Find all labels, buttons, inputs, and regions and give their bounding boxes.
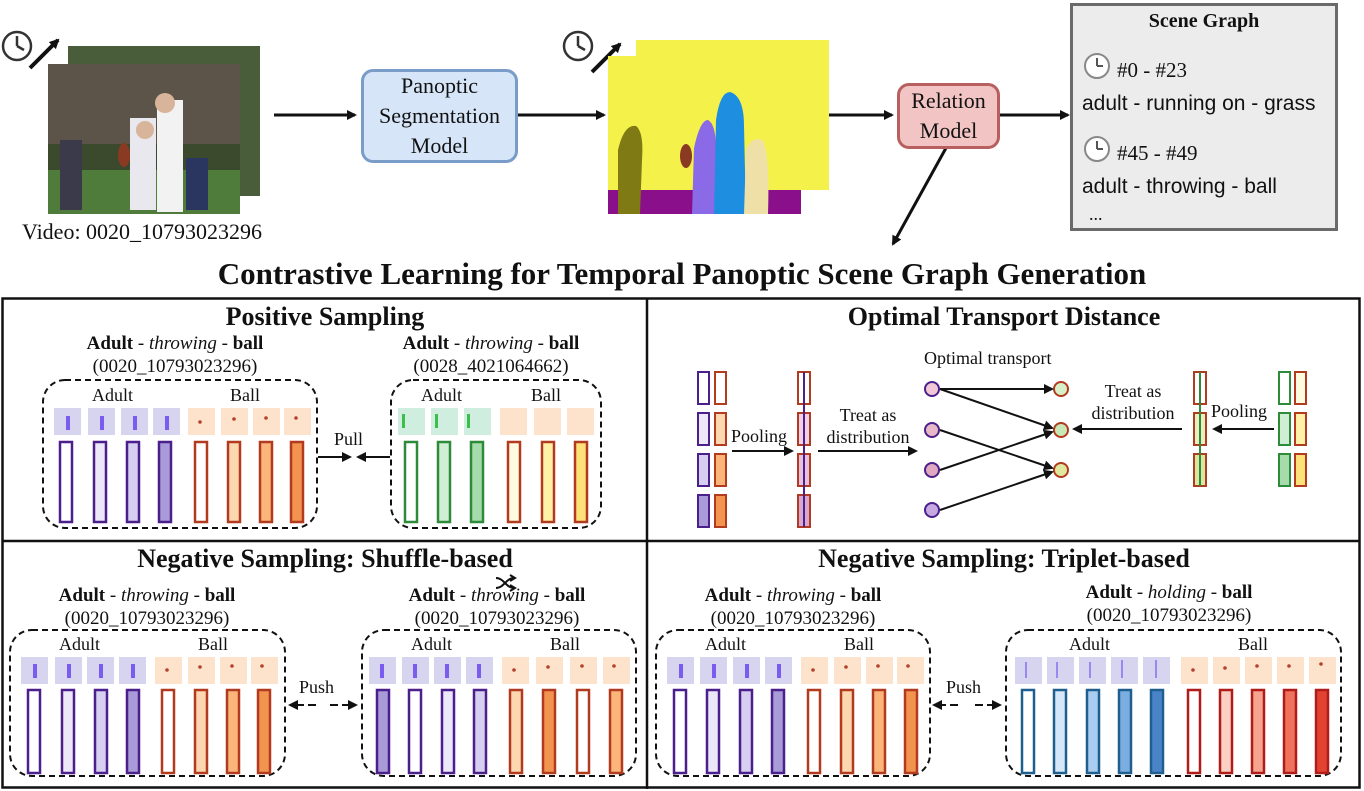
triplet-right-subject-label: Adult: [1069, 634, 1111, 654]
clock-icon: [1084, 53, 1110, 79]
shuffle-icon: [495, 574, 517, 592]
ot-treat-right-line-1: Treat as: [1104, 381, 1162, 401]
triplet-predicate: throwing: [470, 585, 539, 606]
scene-graph-title: Scene Graph: [1148, 10, 1260, 32]
triplet-object: ball: [1221, 582, 1253, 603]
pipeline-diagram: [1, 30, 1070, 246]
ot-pooling-right: Pooling: [1211, 401, 1268, 421]
scene-graph-triplet-1: adult - running on - grass: [1082, 92, 1316, 115]
positive-left-video-id: (0020_10793023296): [92, 356, 258, 377]
positive-right-object-label: Ball: [531, 385, 561, 405]
positive-right-triplet: Adult - throwing - ball: [402, 333, 580, 354]
triplet-predicate: throwing: [148, 333, 217, 354]
thumbnail-row: [54, 408, 311, 435]
triplet-subject: Adult: [1085, 582, 1133, 603]
shuffle-left-subject-label: Adult: [59, 634, 101, 654]
shuffle-right-object-label: Ball: [550, 634, 580, 654]
triplet-right-object-label: Ball: [1238, 634, 1268, 654]
triplet-subject: Adult: [86, 333, 134, 354]
positive-left-triplet: Adult - throwing - ball: [86, 333, 264, 354]
panoptic-line-3: Model: [410, 133, 469, 158]
shuffle-left-triplet: Adult - throwing - ball: [58, 585, 236, 606]
shuffle-left-object-label: Ball: [198, 634, 228, 654]
triplet-predicate: throwing: [766, 585, 835, 606]
triplet-subject: Adult: [704, 585, 752, 606]
video-frames: [48, 46, 260, 214]
triplet-object: ball: [850, 585, 882, 606]
pull-label: Pull: [334, 429, 364, 449]
triplet-sampling-title: Negative Sampling: Triplet-based: [818, 544, 1190, 573]
triplet-right-triplet: Adult - holding - ball: [1085, 582, 1253, 603]
scene-graph-range-1: #0 - #23: [1117, 58, 1187, 82]
triplet-subject: Adult: [408, 585, 456, 606]
relation-line-2: Model: [919, 118, 978, 143]
ot-pooling-left: Pooling: [731, 426, 788, 446]
positive-left-object-label: Ball: [230, 385, 260, 405]
shuffle-sampling-title: Negative Sampling: Shuffle-based: [137, 544, 513, 573]
triplet-predicate: holding: [1147, 582, 1206, 603]
ot-treat-left: Treat as distribution: [818, 404, 918, 448]
ot-treat-right: Treat as distribution: [1084, 380, 1182, 424]
clock-icon: [1, 30, 33, 62]
panoptic-line-2: Segmentation: [379, 103, 500, 128]
triplet-subject: Adult: [402, 333, 450, 354]
triplet-object: ball: [232, 333, 264, 354]
segmentation-frames: [608, 40, 829, 214]
main-title: Contrastive Learning for Temporal Panopt…: [217, 256, 1147, 291]
triplet-right-video-id: (0020_10793023296): [1086, 605, 1252, 626]
panoptic-segmentation-model-box: Panoptic Segmentation Model: [361, 69, 518, 163]
triplet-predicate: throwing: [464, 333, 533, 354]
ot-optimal-transport-label: Optimal transport: [924, 348, 1052, 368]
triplet-left-video-id: (0020_10793023296): [710, 608, 876, 629]
panoptic-line-1: Panoptic: [400, 73, 478, 98]
relation-model-box: Relation Model: [897, 83, 1000, 149]
triplet-object: ball: [548, 333, 580, 354]
positive-right-video-id: (0028_4021064662): [413, 356, 569, 377]
shuffle-right-video-id: (0020_10793023296): [414, 608, 580, 629]
relation-line-1: Relation: [911, 88, 986, 113]
positive-left-subject-label: Adult: [92, 385, 134, 405]
optimal-transport-title: Optimal Transport Distance: [847, 302, 1161, 331]
video-caption: Video: 0020_10793023296: [22, 219, 263, 244]
shuffle-right-triplet: Adult - throwing - ball: [408, 585, 586, 606]
shuffle-right-subject-label: Adult: [411, 634, 453, 654]
triplet-left-object-label: Ball: [844, 634, 874, 654]
triplet-object: ball: [554, 585, 586, 606]
triplet-subject: Adult: [58, 585, 106, 606]
triplet-object: ball: [204, 585, 236, 606]
ot-treat-left-line-2: distribution: [826, 427, 910, 447]
scene-graph-more: ...: [1089, 204, 1103, 224]
scene-graph-panel: Scene Graph #0 - #23 adult - running on …: [1070, 3, 1338, 231]
positive-sampling-title: Positive Sampling: [225, 302, 425, 331]
shuffle-left-video-id: (0020_10793023296): [64, 608, 230, 629]
clock-icon: [562, 30, 594, 62]
positive-right-subject-label: Adult: [421, 385, 463, 405]
ot-treat-left-line-1: Treat as: [839, 405, 897, 425]
clock-icon: [1084, 136, 1110, 162]
triplet-push-label: Push: [946, 677, 982, 697]
shuffle-push-label: Push: [299, 677, 335, 697]
ot-treat-right-line-2: distribution: [1091, 403, 1175, 423]
triplet-left-subject-label: Adult: [705, 634, 747, 654]
time-arrow: [28, 38, 60, 70]
scene-graph-triplet-2: adult - throwing - ball: [1082, 175, 1277, 198]
scene-graph-range-2: #45 - #49: [1117, 141, 1198, 165]
triplet-left-triplet: Adult - throwing - ball: [704, 585, 882, 606]
triplet-predicate: throwing: [120, 585, 189, 606]
